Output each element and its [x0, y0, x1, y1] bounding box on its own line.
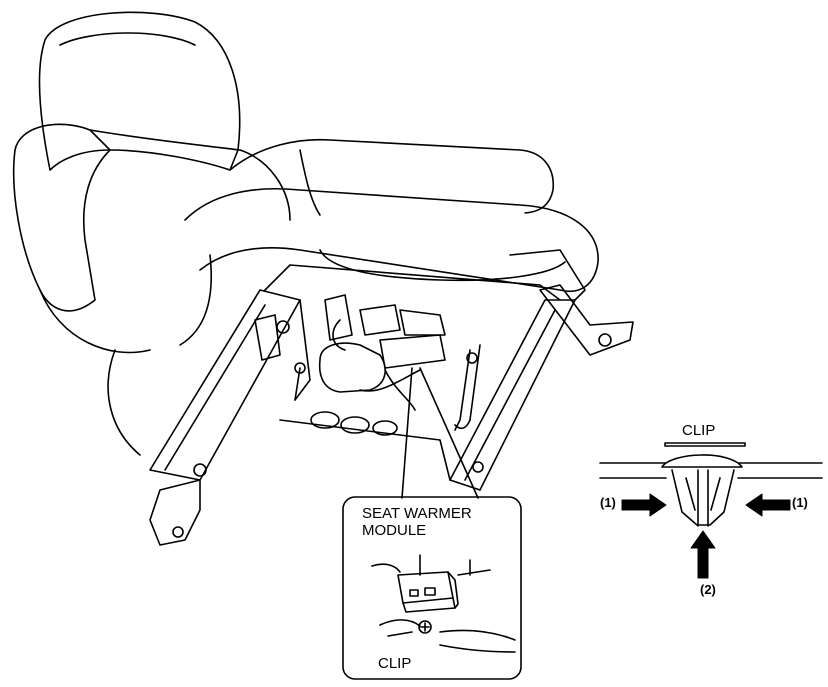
seat-cushion	[180, 140, 598, 345]
clip-fastener	[419, 621, 431, 633]
arrow-1-left	[622, 494, 666, 516]
seat-warmer-detail-box	[343, 497, 521, 679]
arrow-2	[691, 531, 715, 578]
arrow-2-label: (2)	[700, 582, 716, 597]
clip-cross-section	[600, 443, 822, 526]
seat-frame-underside	[265, 265, 560, 480]
left-seat-rail	[150, 290, 300, 545]
arrow-1-right-label: (1)	[792, 495, 808, 510]
arrow-1-left-label: (1)	[600, 495, 616, 510]
callout-pointer	[402, 368, 478, 498]
seat-motor-and-harness	[320, 295, 445, 410]
right-seat-rail	[450, 250, 633, 490]
clip-title-label: CLIP	[682, 422, 716, 439]
seat-back	[14, 12, 290, 455]
seat-warmer-module-label: SEAT WARMER MODULE	[362, 505, 472, 539]
arrow-1-right	[746, 494, 790, 516]
detail-clip-label: CLIP	[378, 655, 412, 672]
